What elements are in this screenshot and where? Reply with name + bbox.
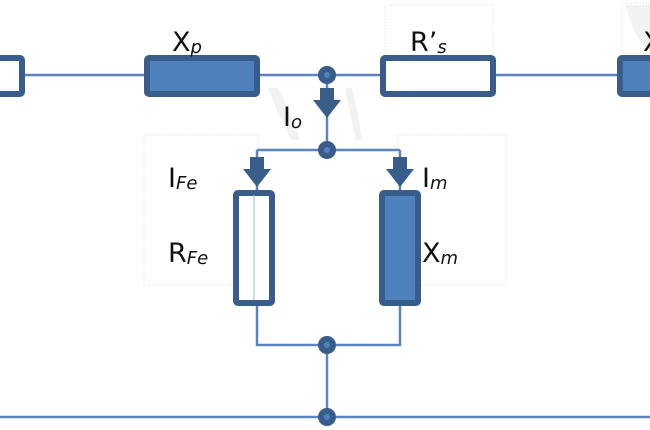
xs-label-partial: X (643, 27, 650, 58)
node-top (318, 66, 336, 84)
wires (0, 73, 650, 419)
io-label: Io (283, 102, 302, 133)
background-artifacts (143, 2, 650, 286)
im-label: Im (422, 163, 448, 194)
rp-resistor-partial (0, 55, 25, 97)
xs-reactance-partial (617, 55, 650, 97)
node-shunt-top (318, 141, 336, 159)
io-arrow-icon (313, 88, 341, 118)
node-bottom (318, 408, 336, 426)
rfe-label: RFe (168, 238, 208, 269)
xp-label: Xp (172, 27, 202, 58)
node-shunt-bottom (318, 336, 336, 354)
xm-label: Xm (422, 238, 458, 269)
rs-label: R’s (410, 27, 447, 58)
ife-label: IFe (168, 163, 197, 194)
im-arrow-icon (386, 157, 414, 187)
rs-resistor (380, 55, 496, 97)
xm-reactance (379, 190, 421, 306)
ife-arrow-icon (243, 157, 271, 187)
xp-reactance (144, 55, 260, 97)
